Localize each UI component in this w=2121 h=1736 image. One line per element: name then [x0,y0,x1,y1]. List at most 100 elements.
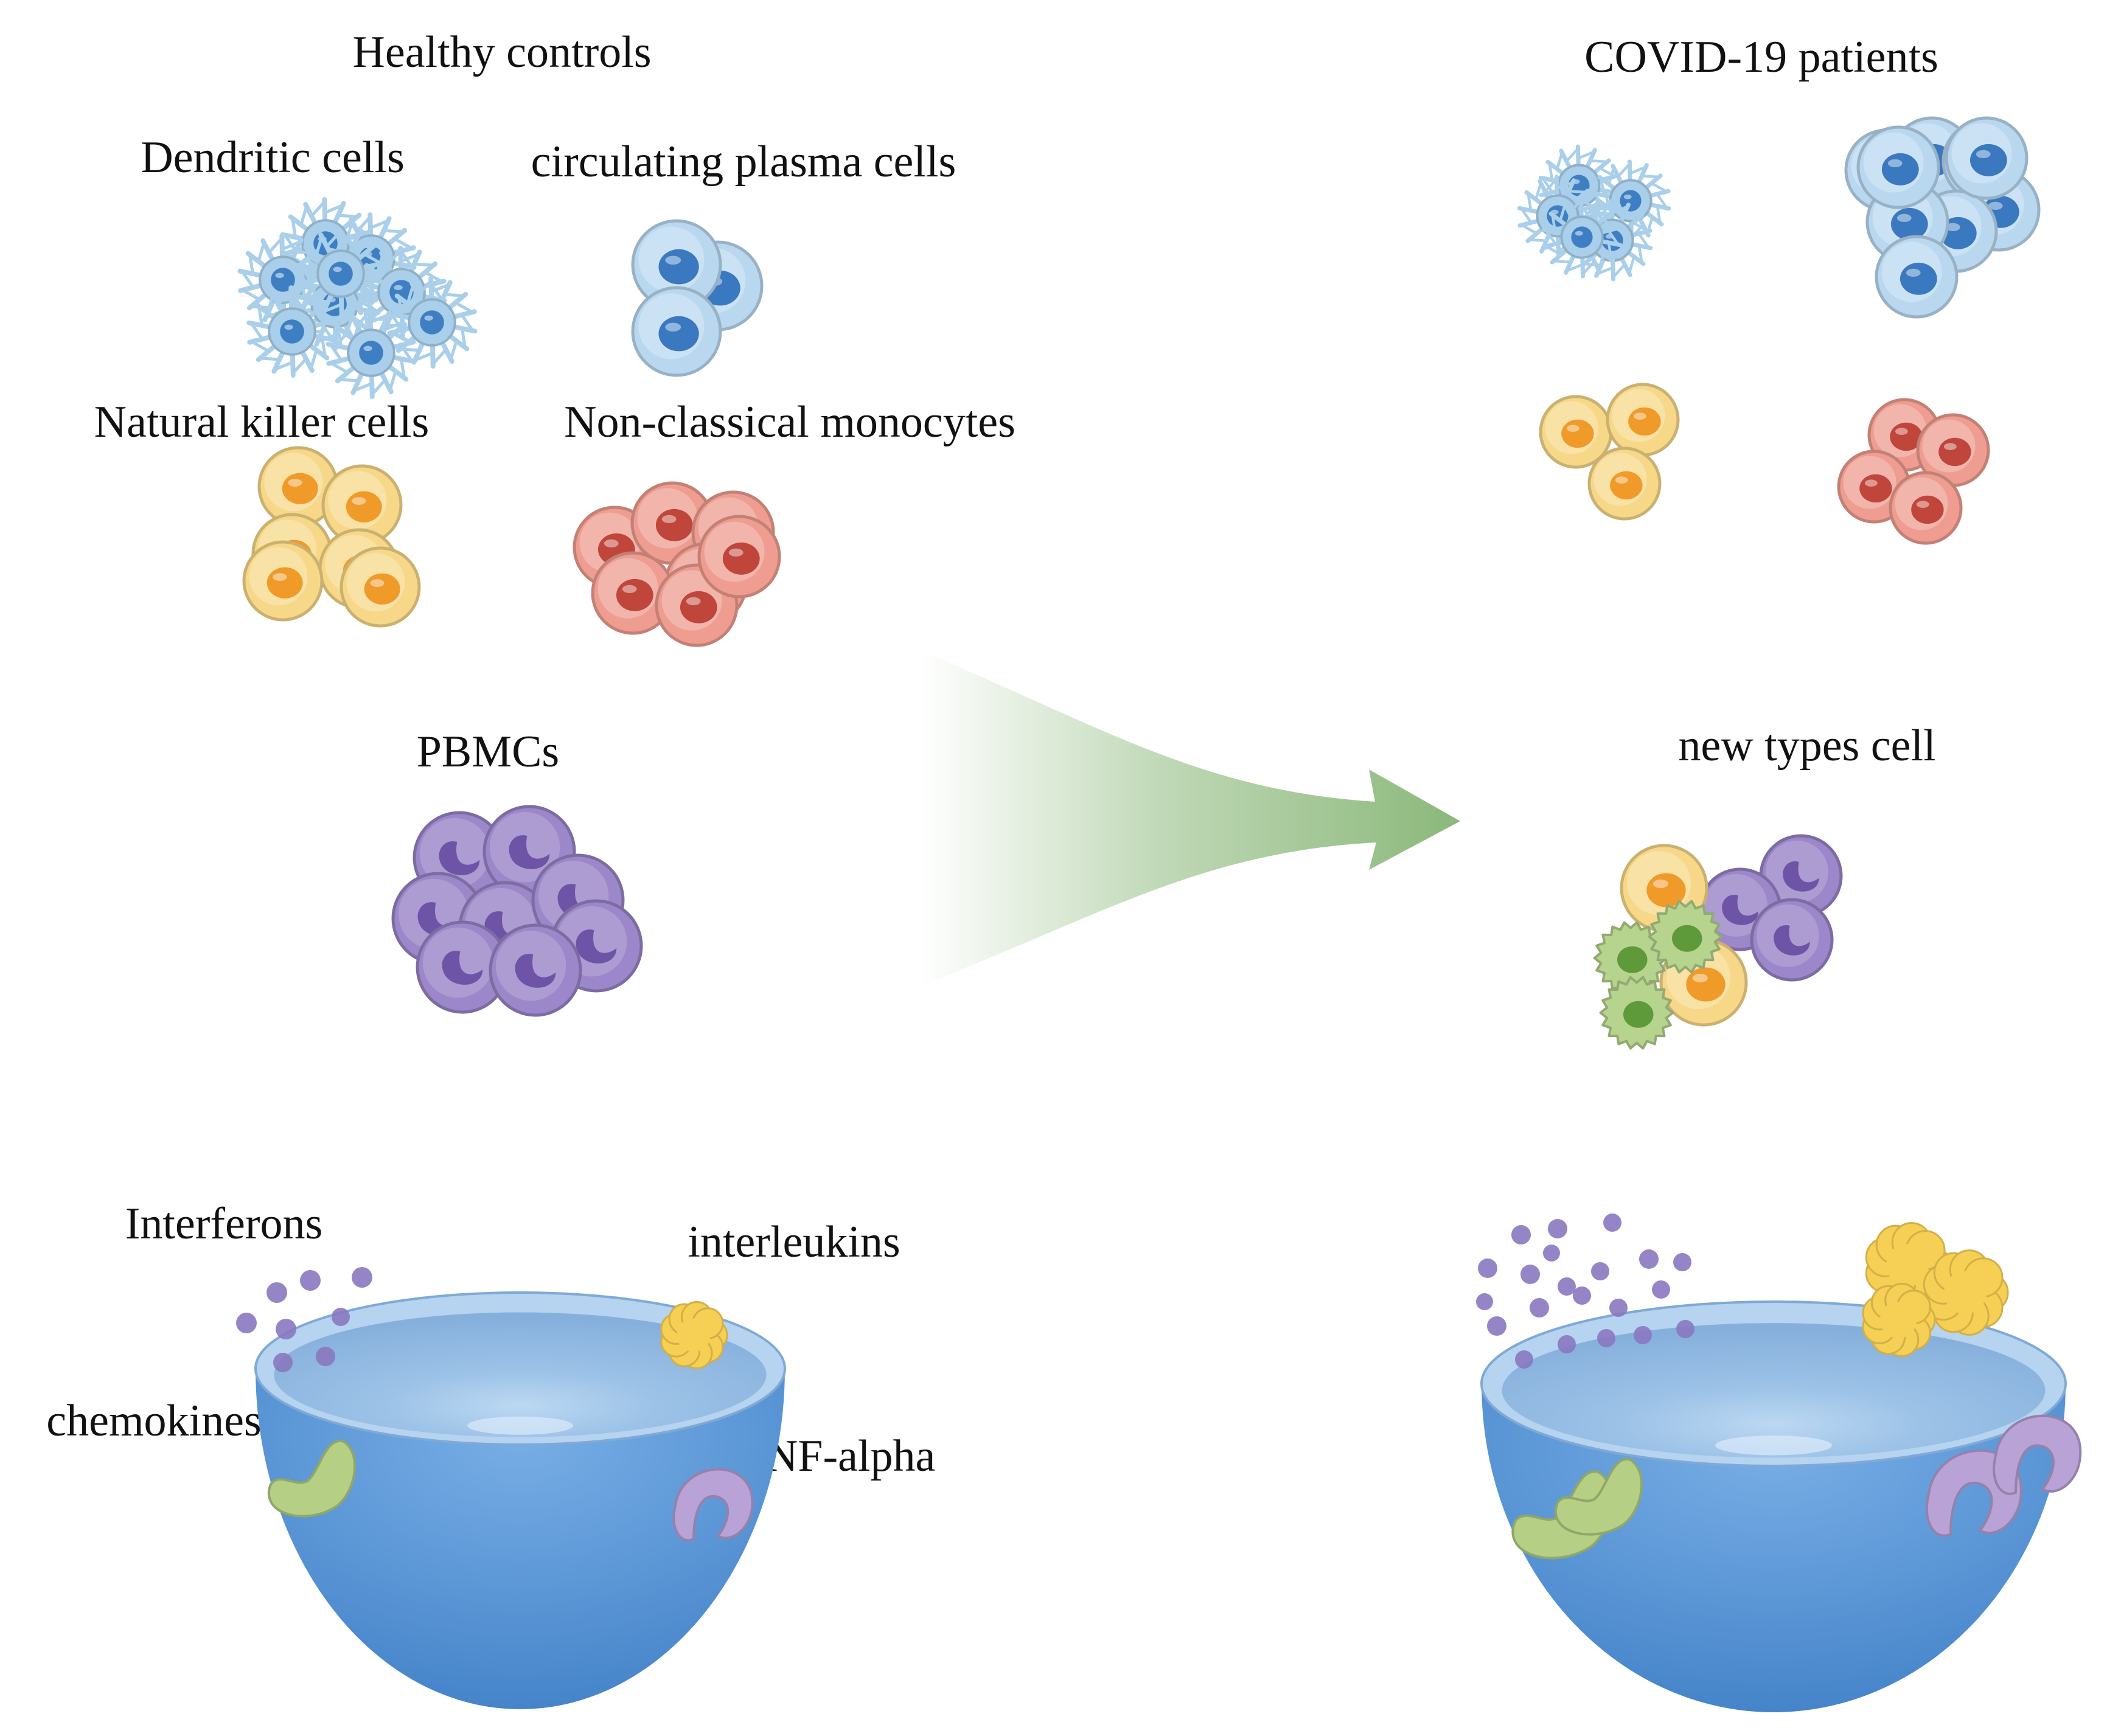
pbmc-cluster [391,805,643,1017]
plasma-cell-nucleus [1900,262,1937,295]
cytokine-bowl-covid [1476,1213,2082,1712]
plasma-cells-label: circulating plasma cells [531,137,956,187]
nk-cell-nucleus [266,567,303,599]
interferon-dot [1609,1299,1628,1317]
interferon-dot [1634,1326,1652,1344]
new-type-green-cell-nucleus [1623,1001,1654,1028]
dendritic-cells-covid [1517,144,1671,282]
dendritic-cell [326,307,417,399]
pbmc-cell-nucleus [576,929,617,963]
new-type-orange-cell [1620,844,1708,932]
interferon-dot [300,1270,321,1291]
monocyte [1889,471,1963,545]
plasma-cell [631,286,722,377]
tnf-alpha-shape [1993,1414,2082,1495]
interferon-dot [1515,1350,1533,1369]
plasma-cell [631,219,722,310]
bowl-covid-inner [1502,1323,2046,1458]
dendritic-cell-nucleus [280,319,304,344]
bowl-healthy-highlight [467,1416,573,1435]
interferon-dot [1476,1293,1493,1310]
interferon-dot [1558,1335,1576,1353]
chemokine-shape [268,1439,357,1518]
monocytes-healthy [573,481,781,647]
dendritic-cell-nucleus [359,341,383,365]
dendritic-cell [246,285,338,378]
healthy-controls-title: Healthy controls [352,27,651,77]
monocyte [630,481,714,565]
interferon-dot [266,1282,287,1303]
new-type-green-cell-nucleus [1672,925,1702,952]
nk-cell [340,546,421,628]
monocyte [1916,413,1990,487]
interferon-dot [352,1267,372,1288]
dendritic-cell-nucleus [1571,226,1593,248]
plasma-cells-healthy [631,219,764,377]
interferon-dot [1676,1320,1694,1338]
pbmcs-label: PBMCs [417,727,559,777]
nk-cells-healthy [242,446,421,628]
dendritic-cells-healthy [237,197,478,399]
monocyte-nucleus [616,578,653,611]
pbmc-cell-nucleus [442,951,483,985]
nk-cells-covid [1539,383,1680,521]
new-types-cluster [1593,834,1843,1050]
monocyte-nucleus [1859,474,1892,503]
new-type-orange-cell-nucleus [1646,873,1686,908]
plasma-cells-covid [1844,116,2041,319]
monocyte-nucleus [655,509,693,541]
pbmc-cell-nucleus [439,841,480,875]
interferon-dot [316,1347,335,1366]
dendritic-cells-label: Dendritic cells [141,133,405,182]
dendritic-cell [1541,196,1623,279]
plasma-cell [1945,116,2029,200]
interferon-dot [1603,1213,1621,1232]
interleukins-label: interleukins [688,1217,900,1267]
nk-cell [1539,395,1613,469]
monocyte-nucleus [1938,437,1971,467]
pbmc-cell [489,923,582,1017]
new-type-orange-cell-nucleus [1686,967,1726,1002]
plasma-cell [1856,125,1940,209]
interferon-dot [1478,1259,1497,1278]
bowl-healthy-inner [274,1312,767,1437]
plasma-cell-nucleus [1881,153,1919,186]
interferon-dot [1548,1219,1567,1238]
nk-cell-nucleus [1628,407,1661,436]
interferon-dot [1573,1286,1591,1305]
nk-cell-nucleus [364,573,400,605]
interferon-dot [1520,1265,1540,1284]
new-types-label: new types cell [1678,721,1935,771]
interferon-dot [1597,1329,1615,1347]
new-type-green-cell [1599,976,1674,1050]
interferon-dot [1673,1253,1691,1271]
plasma-cell-nucleus [658,249,699,285]
chemokine-shape [1555,1457,1643,1536]
bowl-covid-highlight [1715,1436,1832,1456]
dendritic-cell [295,227,386,320]
new-type-purple-cell-nucleus [1783,861,1819,892]
plasma-cell-nucleus [1970,144,2007,176]
monocyte [697,515,781,599]
plasma-cell-nucleus [1890,207,1928,240]
interferon-dot [1487,1316,1506,1336]
tnf-alpha-shape [672,1468,754,1541]
interferon-dot [332,1308,350,1326]
pbmc-cell [416,920,509,1014]
new-type-purple-cell-nucleus [1774,925,1810,956]
monocytes-covid [1837,398,1990,545]
monocyte [591,551,675,635]
interferon-dot [276,1319,296,1339]
covid-patients-title: COVID-19 patients [1584,32,1938,82]
monocyte-nucleus [1911,495,1944,524]
new-type-purple-cell-nucleus [1722,895,1758,925]
dendritic-cell-nucleus [329,262,353,286]
pbmc-cell-nucleus [509,835,550,869]
chemokines-label: chemokines [46,1396,261,1446]
new-type-green-cell-nucleus [1617,946,1648,973]
nk-cell-nucleus [282,473,318,504]
new-type-green-cell [1648,900,1723,974]
new-type-purple-cell [1750,898,1834,982]
interferons-label: Interferons [125,1199,323,1249]
dendritic-cell-nucleus [420,310,444,335]
